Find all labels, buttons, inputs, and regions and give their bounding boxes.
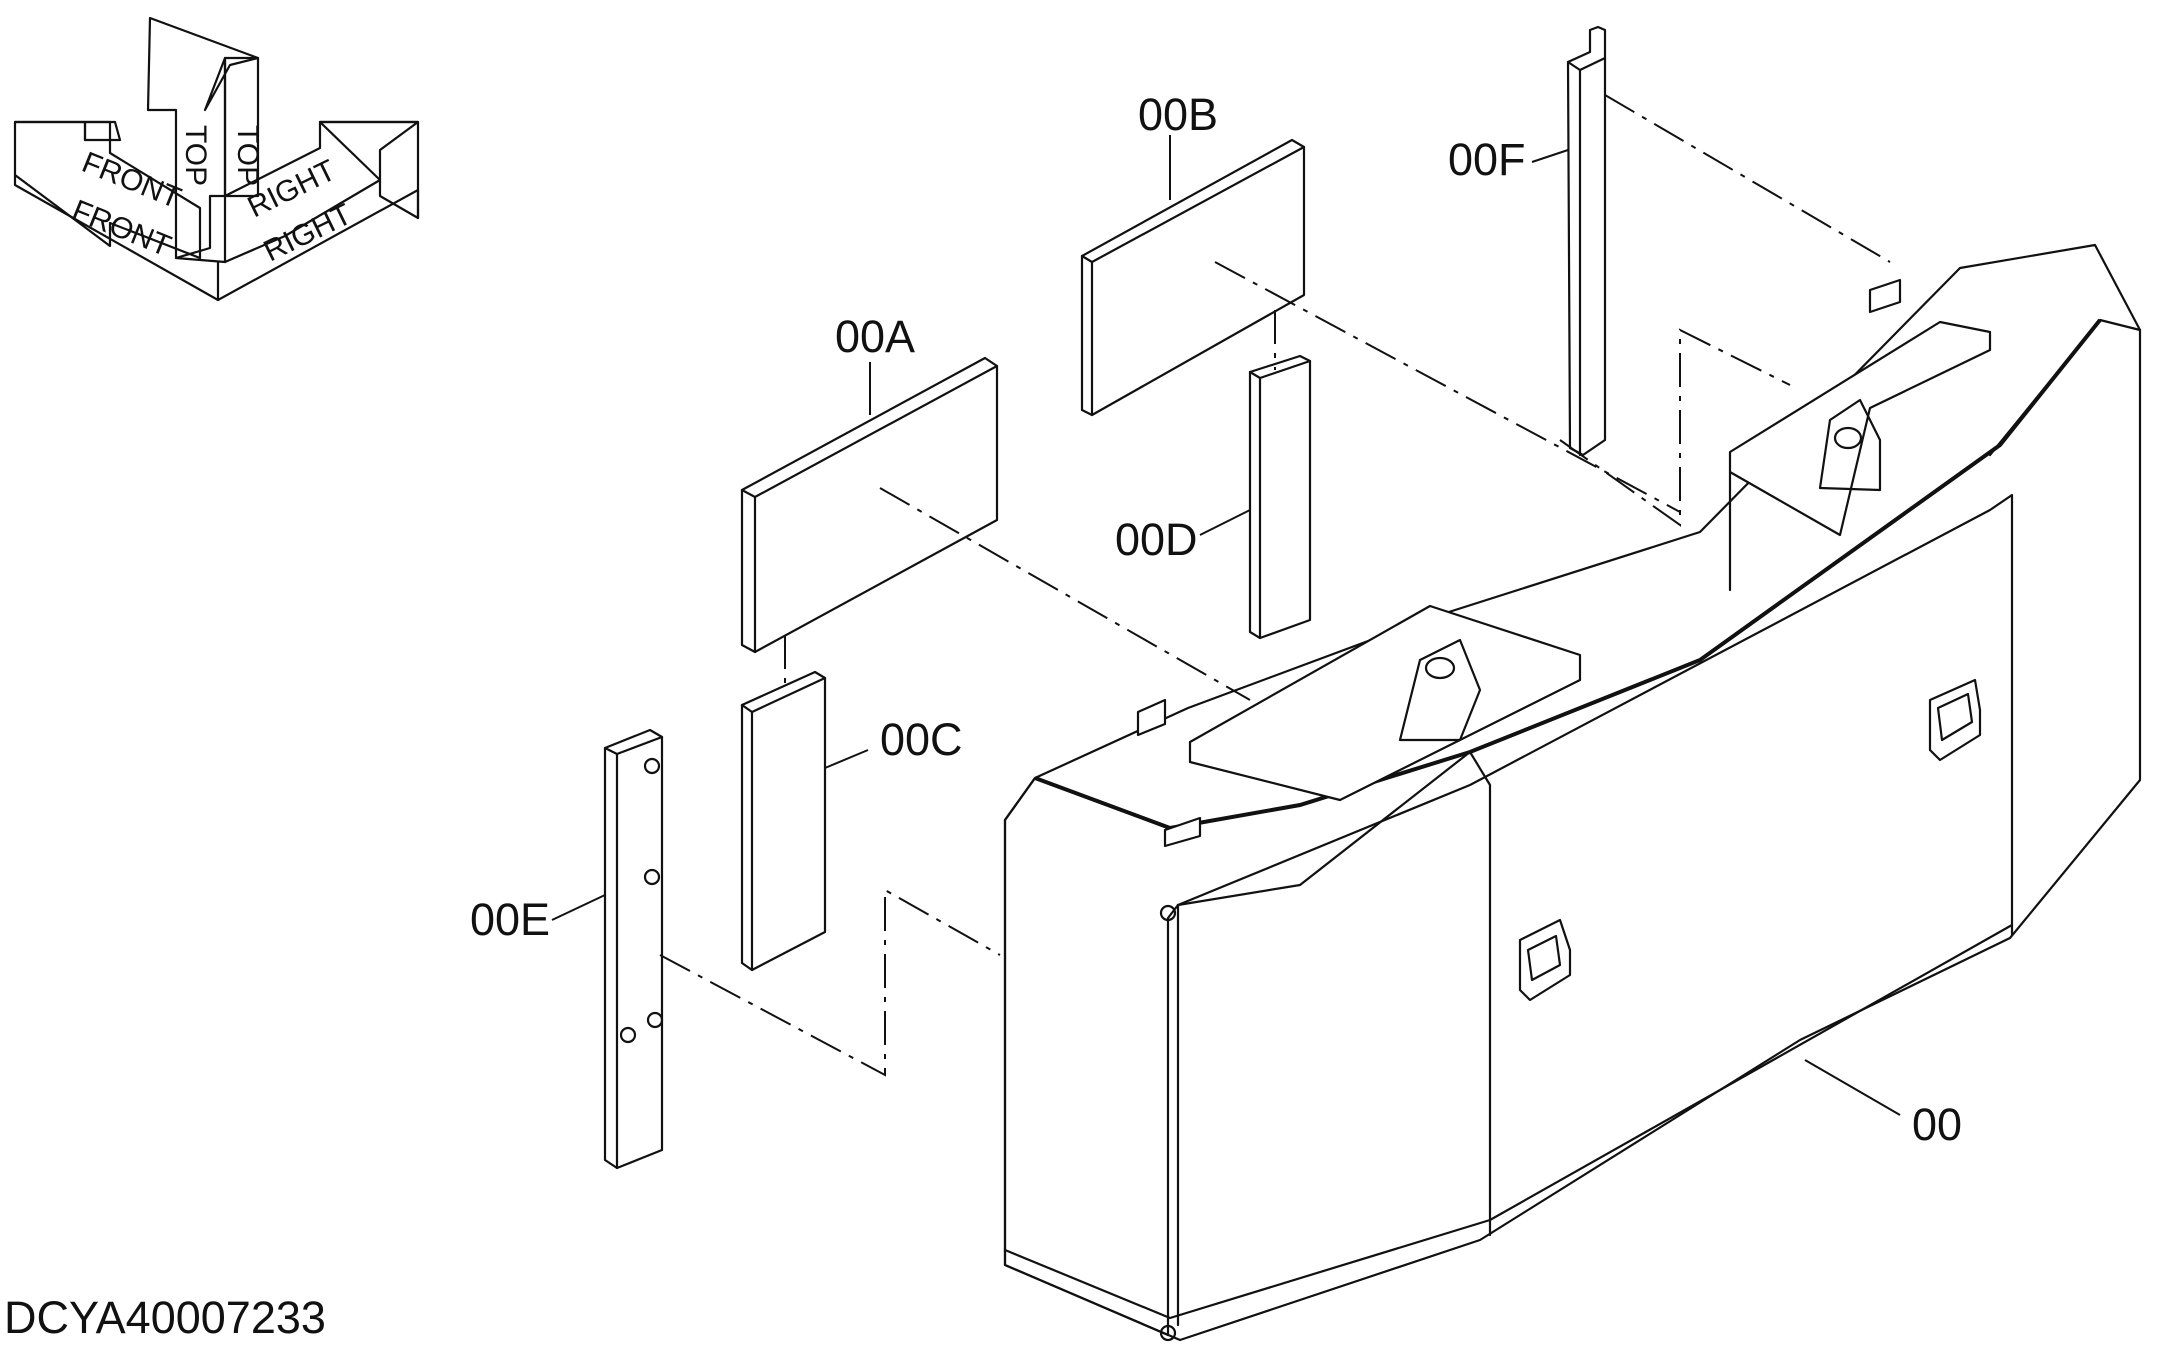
axis-00A: [879, 487, 1251, 701]
part-00E-bar: [603, 728, 664, 1170]
label-00: 00: [1912, 1099, 1962, 1150]
right-arrow-shape: [223, 120, 420, 264]
leader-00C: [824, 749, 869, 769]
bar-00E-hole-4: [619, 1026, 637, 1044]
front-arrow-head: [13, 120, 87, 142]
leader-00D: [1199, 509, 1251, 536]
part-00F-bar: [1566, 25, 1607, 457]
part-00A-plate: [740, 356, 999, 654]
axis-00F-rear: [1559, 328, 1791, 527]
arrow-bottom-edge: [13, 173, 420, 302]
rear-lug: [1818, 398, 1882, 492]
axis-00F: [1604, 94, 1891, 263]
lifting-pocket-front-inner: [1526, 934, 1562, 982]
front-arrow-tip: [83, 120, 122, 142]
front-tab: [1136, 698, 1167, 737]
label-00A: 00A: [835, 311, 915, 362]
lower-edge: [1003, 923, 2014, 1320]
leader-00F: [1531, 149, 1569, 163]
assembly-lines: [659, 94, 1891, 1077]
rear-lug-hole: [1833, 426, 1863, 450]
plate-00A: [740, 356, 999, 654]
rear-tab: [1868, 278, 1902, 314]
lifting-pocket-rear-inner: [1936, 692, 1974, 742]
right-arrow-head: [318, 120, 420, 182]
front-lug: [1398, 638, 1482, 742]
front-arrow-shape: [13, 120, 202, 260]
front-face: [1003, 776, 1180, 1337]
leader-lines: [551, 135, 1901, 1116]
label-00D: 00D: [1115, 514, 1198, 565]
bar-00E-hole-2: [643, 868, 661, 886]
part-00B-plate: [1080, 138, 1306, 417]
top-label: TOP: [179, 125, 212, 186]
label-00B: 00B: [1138, 89, 1218, 140]
front-name-plate: [1163, 816, 1202, 848]
orientation-indicator: FRONT FRONT TOP TOP RIGHT RIGHT: [13, 16, 420, 302]
top-label-side: TOP: [231, 125, 264, 186]
bar-00E-hole-3: [646, 1011, 664, 1029]
middle-chamfer: [1176, 750, 1472, 907]
part-00C-spacer: [740, 670, 827, 972]
label-00C: 00C: [880, 714, 963, 765]
leader-00E: [551, 894, 606, 921]
label-00E: 00E: [470, 894, 550, 945]
part-00D-spacer: [1248, 354, 1312, 640]
side-face-edge: [1176, 493, 2014, 937]
spacer-00C: [740, 670, 827, 972]
spacer-00D: [1248, 354, 1312, 640]
arrow-base-edge: [174, 256, 227, 264]
document-id: DCYA40007233: [4, 1292, 326, 1343]
front-lug-hole: [1424, 656, 1456, 680]
front-corner-marker: [1159, 904, 1177, 922]
front-mount-plate: [1188, 604, 1582, 802]
rear-mount-plate: [1728, 320, 1992, 537]
leader-00: [1804, 1059, 1901, 1116]
axis-00B: [1214, 261, 1681, 513]
counterweight-body: [1003, 243, 2142, 1342]
bottom-corner-marker: [1159, 1324, 1177, 1342]
axis-00E: [659, 888, 1001, 1077]
bar-00E-hole-1: [643, 757, 661, 775]
bar-00E: [603, 728, 664, 1170]
top-arrow-shape: [146, 16, 260, 260]
label-00F: 00F: [1448, 134, 1526, 185]
middle-face-edge: [1468, 750, 1492, 1237]
rear-chamfer: [1988, 318, 2142, 457]
top-arrow-side: [203, 56, 260, 198]
bar-00F: [1566, 25, 1607, 457]
plate-00B: [1080, 138, 1306, 417]
